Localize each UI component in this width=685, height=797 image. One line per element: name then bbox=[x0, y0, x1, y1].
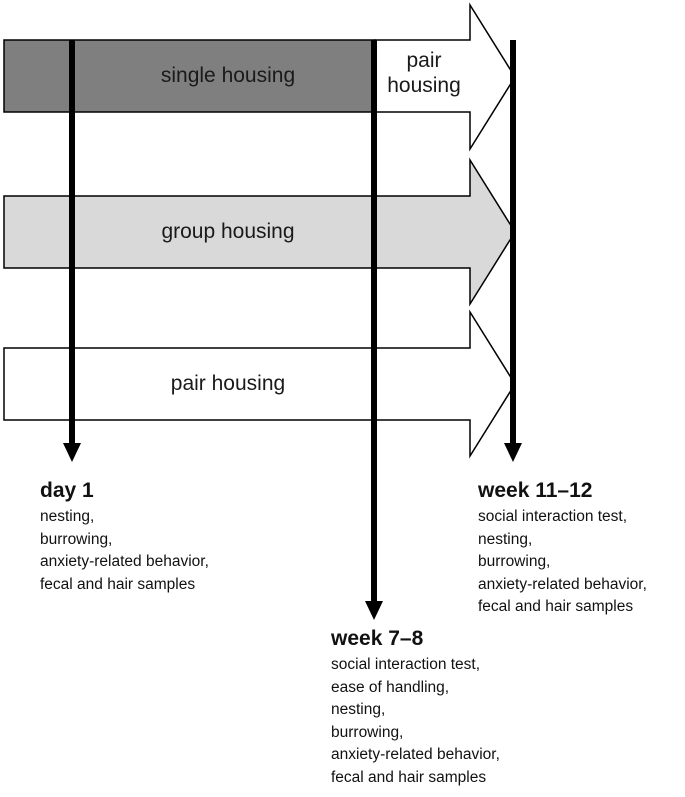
timeline-arrow-week-7-8 bbox=[365, 40, 383, 620]
measure-item: ease of handling, bbox=[331, 678, 450, 696]
measure-item: fecal and hair samples bbox=[331, 768, 487, 786]
measure-item: nesting, bbox=[331, 701, 386, 718]
measure-item: anxiety-related behavior, bbox=[478, 575, 647, 593]
measure-item: fecal and hair samples bbox=[40, 575, 196, 593]
group-housing-label: group housing bbox=[161, 220, 295, 243]
measure-item: anxiety-related behavior, bbox=[40, 553, 209, 570]
timepoint-week-7-8: week 7–8 social interaction test, ease o… bbox=[331, 627, 500, 789]
group-housing-arrow bbox=[3, 157, 516, 307]
measure-item: social interaction test, bbox=[331, 656, 481, 673]
measure-item: social interaction test, bbox=[478, 508, 628, 525]
measure-item: burrowing, bbox=[331, 723, 404, 741]
measure-item: nesting, bbox=[478, 530, 533, 548]
single-housing-label: single housing bbox=[160, 64, 296, 87]
transition-arrow bbox=[374, 2, 516, 152]
timeline-arrow-day-1 bbox=[63, 40, 81, 462]
timepoint-title: week 11–12 bbox=[478, 479, 593, 502]
pair-housing-label: pair housing bbox=[170, 372, 286, 395]
single-housing-bar bbox=[3, 39, 376, 113]
timepoint-day-1: day 1 nesting, burrowing, anxiety-relate… bbox=[40, 479, 209, 596]
measure-item: burrowing, bbox=[478, 553, 551, 570]
measure-item: anxiety-related behavior, bbox=[331, 746, 500, 763]
measure-item: fecal and hair samples bbox=[478, 598, 634, 615]
transition-pair-housing-label: pair housing bbox=[387, 49, 461, 98]
measure-item: burrowing, bbox=[40, 530, 113, 548]
timepoint-title: week 7–8 bbox=[331, 627, 424, 650]
timeline-arrow-week-11-12 bbox=[504, 40, 522, 462]
timepoint-week-11-12: week 11–12 social interaction test, nest… bbox=[478, 479, 647, 619]
pair-housing-arrow bbox=[3, 309, 516, 459]
timepoint-title: day 1 bbox=[40, 479, 94, 502]
measure-item: nesting, bbox=[40, 508, 95, 525]
